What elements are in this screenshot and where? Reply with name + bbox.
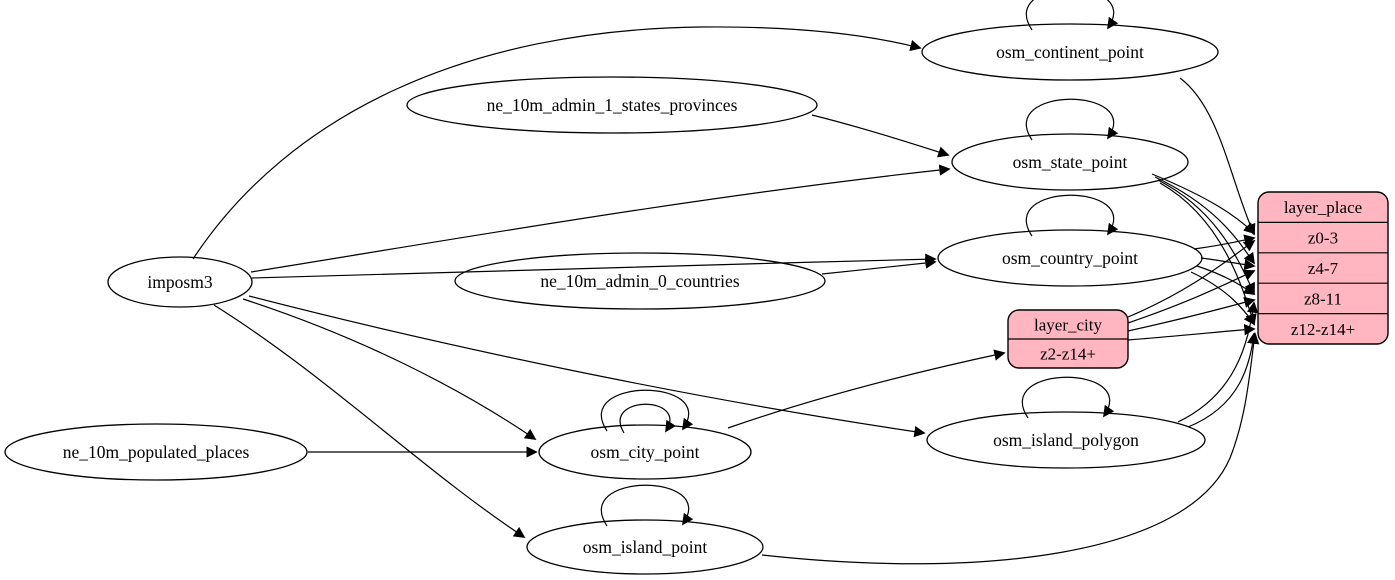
edge-osm_city_point-to-layer_city-z2-z14+	[727, 349, 1006, 429]
table-ellipse-osm_state_point	[951, 133, 1189, 191]
table-node-osm_city_point: osm_city_point	[538, 424, 752, 480]
table-ellipse-ne_10m_populated_places	[4, 423, 308, 481]
edges	[192, 0, 1260, 565]
edge-osm_state_point-to-osm_state_point	[1025, 98, 1119, 141]
edge-imposm3-to-osm_continent_point	[192, 26, 922, 260]
layer-row-layer_place-z12-z14+: z12-z14+	[1291, 320, 1355, 339]
table-ellipse-imposm3	[107, 256, 253, 308]
table-node-imposm3: imposm3	[107, 256, 253, 308]
table-node-osm_state_point: osm_state_point	[951, 133, 1189, 191]
table-node-osm_island_polygon: osm_island_polygon	[926, 411, 1206, 469]
edge-osm_island_point-to-osm_island_point	[600, 484, 694, 527]
layer-row-layer_place-z8-11: z8-11	[1304, 289, 1342, 308]
edge-imposm3-to-osm_city_point	[242, 298, 537, 440]
table-label-osm_island_polygon: osm_island_polygon	[993, 430, 1139, 450]
edge-osm_island_polygon-to-layer_place-z12-z14+	[1187, 332, 1259, 428]
edge-osm_country_point-to-layer_place-z4-7	[1200, 257, 1256, 271]
table-ellipse-osm_continent_point	[921, 23, 1219, 81]
edge-layer_city-to-layer_place-z12-z14+	[1127, 324, 1256, 341]
table-node-ne_10m_admin_0_countries: ne_10m_admin_0_countries	[454, 252, 826, 310]
table-label-ne_10m_admin_1_states_provinces: ne_10m_admin_1_states_provinces	[487, 95, 738, 115]
table-label-ne_10m_admin_0_countries: ne_10m_admin_0_countries	[540, 271, 739, 291]
edge-imposm3-to-osm_island_polygon	[248, 295, 926, 438]
table-label-osm_island_point: osm_island_point	[583, 537, 708, 557]
layer-row-layer_place-z4-7: z4-7	[1308, 259, 1339, 278]
table-label-osm_city_point: osm_city_point	[591, 442, 700, 462]
table-node-ne_10m_populated_places: ne_10m_populated_places	[4, 423, 308, 481]
table-ellipse-osm_island_polygon	[926, 411, 1206, 469]
table-ellipse-osm_city_point	[538, 424, 752, 480]
edge-layer_city-to-layer_place-z4-7	[1127, 269, 1256, 324]
edge-ne_10m_admin_1_states_provinces-to-osm_state_point	[811, 114, 950, 158]
edge-layer_city-to-layer_place-z0-3	[1127, 240, 1256, 318]
layer-row-layer_city-z2-z14+: z2-z14+	[1040, 345, 1096, 364]
edge-osm_state_point-to-layer_place-z4-7	[1154, 176, 1255, 265]
table-node-osm_continent_point: osm_continent_point	[921, 23, 1219, 81]
edge-osm_island_polygon-to-osm_island_polygon	[1021, 376, 1115, 419]
layer-title-layer_city: layer_city	[1034, 316, 1102, 335]
layer-row-layer_place-z0-3: z0-3	[1308, 229, 1338, 248]
edge-osm_continent_point-to-layer_place-z0-3	[1179, 77, 1256, 236]
layer-node-layer_place: layer_place z0-3 z4-7 z8-11 z12-z14+	[1257, 191, 1389, 345]
table-ellipse-ne_10m_admin_0_countries	[454, 252, 826, 310]
edge-imposm3-to-osm_state_point	[250, 164, 951, 273]
table-ellipse-ne_10m_admin_1_states_provinces	[406, 76, 818, 134]
edge-imposm3-to-osm_country_point	[251, 253, 937, 279]
edge-osm_state_point-to-layer_place-z0-3	[1151, 173, 1256, 235]
edge-imposm3-to-osm_island_point	[213, 304, 526, 538]
edge-osm_country_point-to-layer_place-z12-z14+	[1190, 271, 1255, 326]
edge-osm_state_point-to-layer_place-z8-11	[1157, 179, 1255, 295]
edge-layer_city-to-layer_place-z8-11	[1127, 296, 1256, 332]
table-label-ne_10m_populated_places: ne_10m_populated_places	[63, 442, 250, 462]
edge-osm_country_point-to-osm_country_point	[1025, 194, 1119, 237]
table-node-ne_10m_admin_1_states_provinces: ne_10m_admin_1_states_provinces	[406, 76, 818, 134]
layer-node-layer_city: layer_city z2-z14+	[1007, 309, 1129, 369]
edge-ne_10m_admin_0_countries-to-osm_country_point	[821, 257, 937, 275]
table-label-osm_state_point: osm_state_point	[1013, 152, 1128, 172]
edge-osm_island_polygon-to-layer_place-z8-11	[1177, 301, 1259, 423]
edge-osm_city_point-to-osm_city_point-2	[619, 403, 677, 434]
edge-osm_continent_point-to-osm_continent_point	[1025, 0, 1119, 31]
table-node-osm_country_point: osm_country_point	[937, 229, 1203, 287]
table-ellipse-osm_island_point	[526, 519, 764, 575]
edge-osm_city_point-to-osm_city_point	[600, 389, 694, 432]
table-label-osm_country_point: osm_country_point	[1002, 248, 1138, 268]
table-label-osm_continent_point: osm_continent_point	[996, 42, 1144, 62]
table-label-imposm3: imposm3	[147, 272, 212, 292]
layer-nodes: layer_city z2-z14+ layer_place z0-3 z4-7 z8-1…	[1007, 191, 1389, 369]
table-node-osm_island_point: osm_island_point	[526, 519, 764, 575]
edge-osm_island_point-to-layer_place-z12-z14+	[761, 332, 1260, 565]
table-nodes: imposm3 ne_10m_admin_1_states_provincesne…	[4, 23, 1219, 575]
layer-box-layer_place	[1257, 191, 1389, 345]
edge-osm_country_point-to-layer_place-z0-3	[1193, 234, 1256, 250]
layer-title-layer_place: layer_place	[1284, 198, 1362, 217]
